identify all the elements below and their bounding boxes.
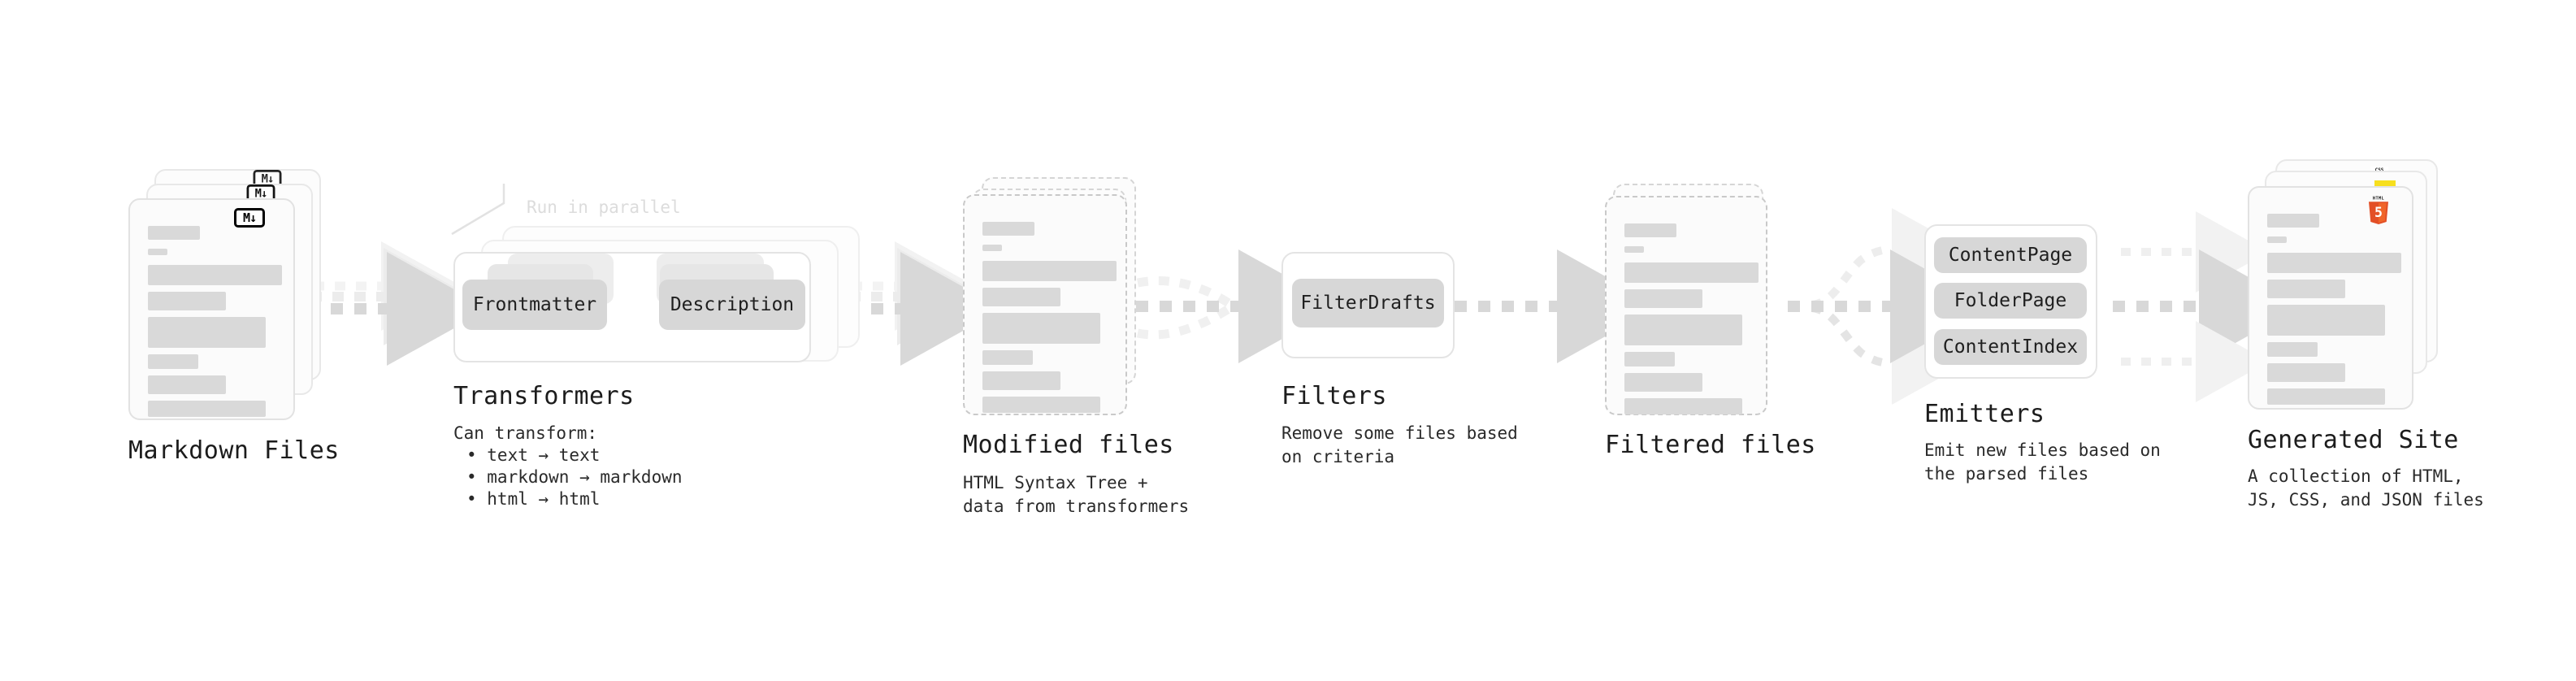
doc-line-title xyxy=(2267,214,2319,228)
doc-line-sub xyxy=(148,249,167,255)
modified-files-desc: HTML Syntax Tree + data from transformer… xyxy=(963,473,1190,516)
doc-line-sub xyxy=(982,245,1002,251)
document-card-front[interactable] xyxy=(128,198,295,420)
doc-line-6 xyxy=(982,397,1100,413)
connector-modified-to-filters xyxy=(1136,249,1341,363)
doc-line-3 xyxy=(148,317,266,348)
transformers-bullet-0: • text → text xyxy=(466,445,601,465)
doc-line-3 xyxy=(1624,314,1742,345)
svg-text:HTML: HTML xyxy=(2373,196,2384,201)
doc-line-4 xyxy=(148,354,198,369)
chip-contentpage[interactable]: ContentPage xyxy=(1934,237,2087,273)
connector-filtered-to-emitters xyxy=(1788,208,1993,405)
stage-title-filters: Filters xyxy=(1281,382,1387,410)
doc-line-sub xyxy=(1624,246,1644,253)
doc-line-6 xyxy=(148,401,266,417)
doc-line-2 xyxy=(148,292,226,310)
stage-title-generated-site: Generated Site xyxy=(2248,426,2459,454)
stage-title-filtered-files: Filtered files xyxy=(1605,431,1816,459)
parallel-leader-line xyxy=(451,184,505,236)
emitters-desc: Emit new files based on the parsed files xyxy=(1924,440,2161,484)
chip-filterdrafts[interactable]: FilterDrafts xyxy=(1292,279,1444,327)
generated-site-desc: A collection of HTML, JS, CSS, and JSON … xyxy=(2248,466,2484,510)
doc-line-title xyxy=(148,226,200,240)
chip-folderpage[interactable]: FolderPage xyxy=(1934,283,2087,319)
doc-line-2 xyxy=(1624,289,1702,308)
markdown-badge-front-text: M↓ xyxy=(242,210,257,225)
doc-line-5 xyxy=(1624,373,1702,392)
markdown-badge-middle-text: M↓ xyxy=(254,186,268,200)
stage-title-markdown-files: Markdown Files xyxy=(128,436,340,465)
doc-line-1 xyxy=(982,261,1117,281)
doc-line-4 xyxy=(982,350,1033,365)
filtered-card-front[interactable] xyxy=(1605,196,1767,415)
doc-line-1 xyxy=(148,265,282,285)
doc-line-4 xyxy=(2267,342,2318,357)
chip-description[interactable]: Description xyxy=(659,280,805,330)
transformers-desc-intro: Can transform: xyxy=(453,423,598,443)
doc-line-3 xyxy=(982,313,1100,344)
doc-line-2 xyxy=(982,288,1060,306)
doc-line-3 xyxy=(2267,305,2385,336)
doc-line-5 xyxy=(2267,363,2345,382)
modified-card-front[interactable] xyxy=(963,194,1127,415)
doc-line-sub xyxy=(2267,236,2287,243)
markdown-badge-back-text: M↓ xyxy=(261,171,275,185)
filters-desc: Remove some files based on criteria xyxy=(1281,423,1518,466)
svg-text:5: 5 xyxy=(2374,205,2383,220)
transformers-bullet-1: • markdown → markdown xyxy=(466,467,683,487)
run-in-parallel-label: Run in parallel xyxy=(527,197,681,217)
css-badge-text: CSS xyxy=(2375,168,2384,173)
chip-frontmatter[interactable]: Frontmatter xyxy=(462,280,607,330)
stage-title-modified-files: Modified files xyxy=(963,431,1174,459)
stage-title-emitters: Emitters xyxy=(1924,400,2045,428)
site-card-front[interactable] xyxy=(2248,186,2413,410)
connector-emitters-to-site xyxy=(2113,211,2301,402)
doc-line-2 xyxy=(2267,280,2345,298)
doc-line-title xyxy=(982,222,1034,236)
doc-line-title xyxy=(1624,223,1676,237)
doc-line-4 xyxy=(1624,352,1675,367)
doc-line-1 xyxy=(2267,253,2401,273)
doc-line-6 xyxy=(1624,398,1742,414)
stage-title-transformers: Transformers xyxy=(453,382,635,410)
doc-line-1 xyxy=(1624,262,1759,283)
markdown-badge-front: M↓ xyxy=(234,208,265,228)
doc-line-6 xyxy=(2267,388,2385,405)
chip-contentindex[interactable]: ContentIndex xyxy=(1934,329,2087,365)
doc-line-5 xyxy=(982,371,1060,390)
html5-badge: HTML 5 xyxy=(2366,195,2391,224)
markdown-badge-middle: M↓ xyxy=(246,184,275,203)
doc-line-5 xyxy=(148,375,226,394)
transformers-bullet-2: • html → html xyxy=(466,489,601,509)
